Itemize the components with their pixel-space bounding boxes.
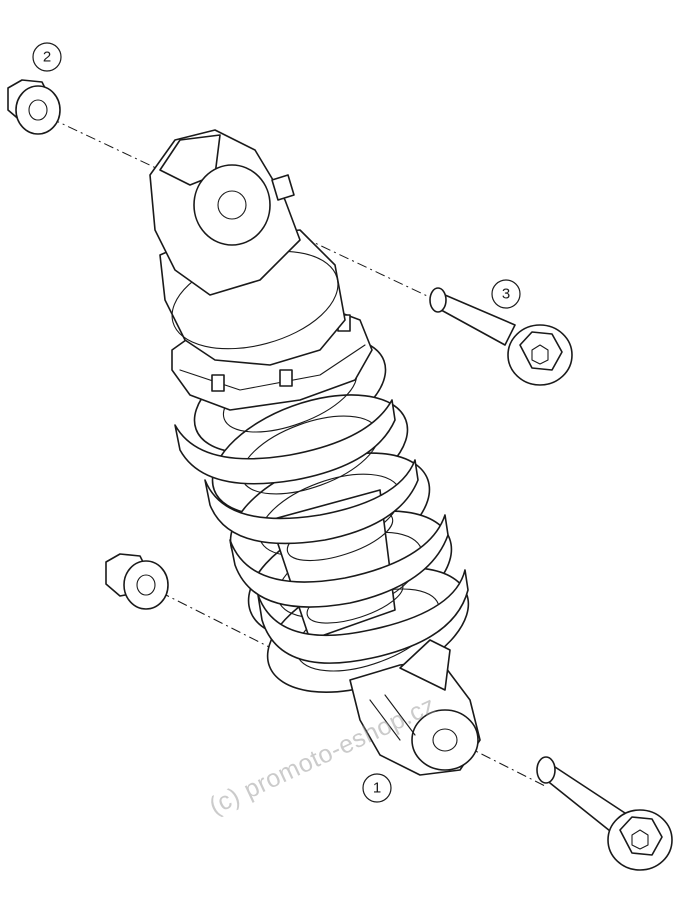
callout-3: 3 [491,279,521,309]
coil-spring-front [174,399,469,664]
callout-2-label: 2 [43,49,51,66]
callout-1-label: 1 [373,780,381,797]
callout-3-label: 3 [502,286,510,303]
top-mount [149,129,301,296]
callout-2: 2 [32,42,62,72]
lower-bolt [536,756,673,871]
lower-mount-eye [349,639,481,776]
lower-flange-nut [105,553,169,610]
callout-1: 1 [362,773,392,803]
upper-bolt [429,287,573,386]
upper-flange-nut [7,79,61,135]
